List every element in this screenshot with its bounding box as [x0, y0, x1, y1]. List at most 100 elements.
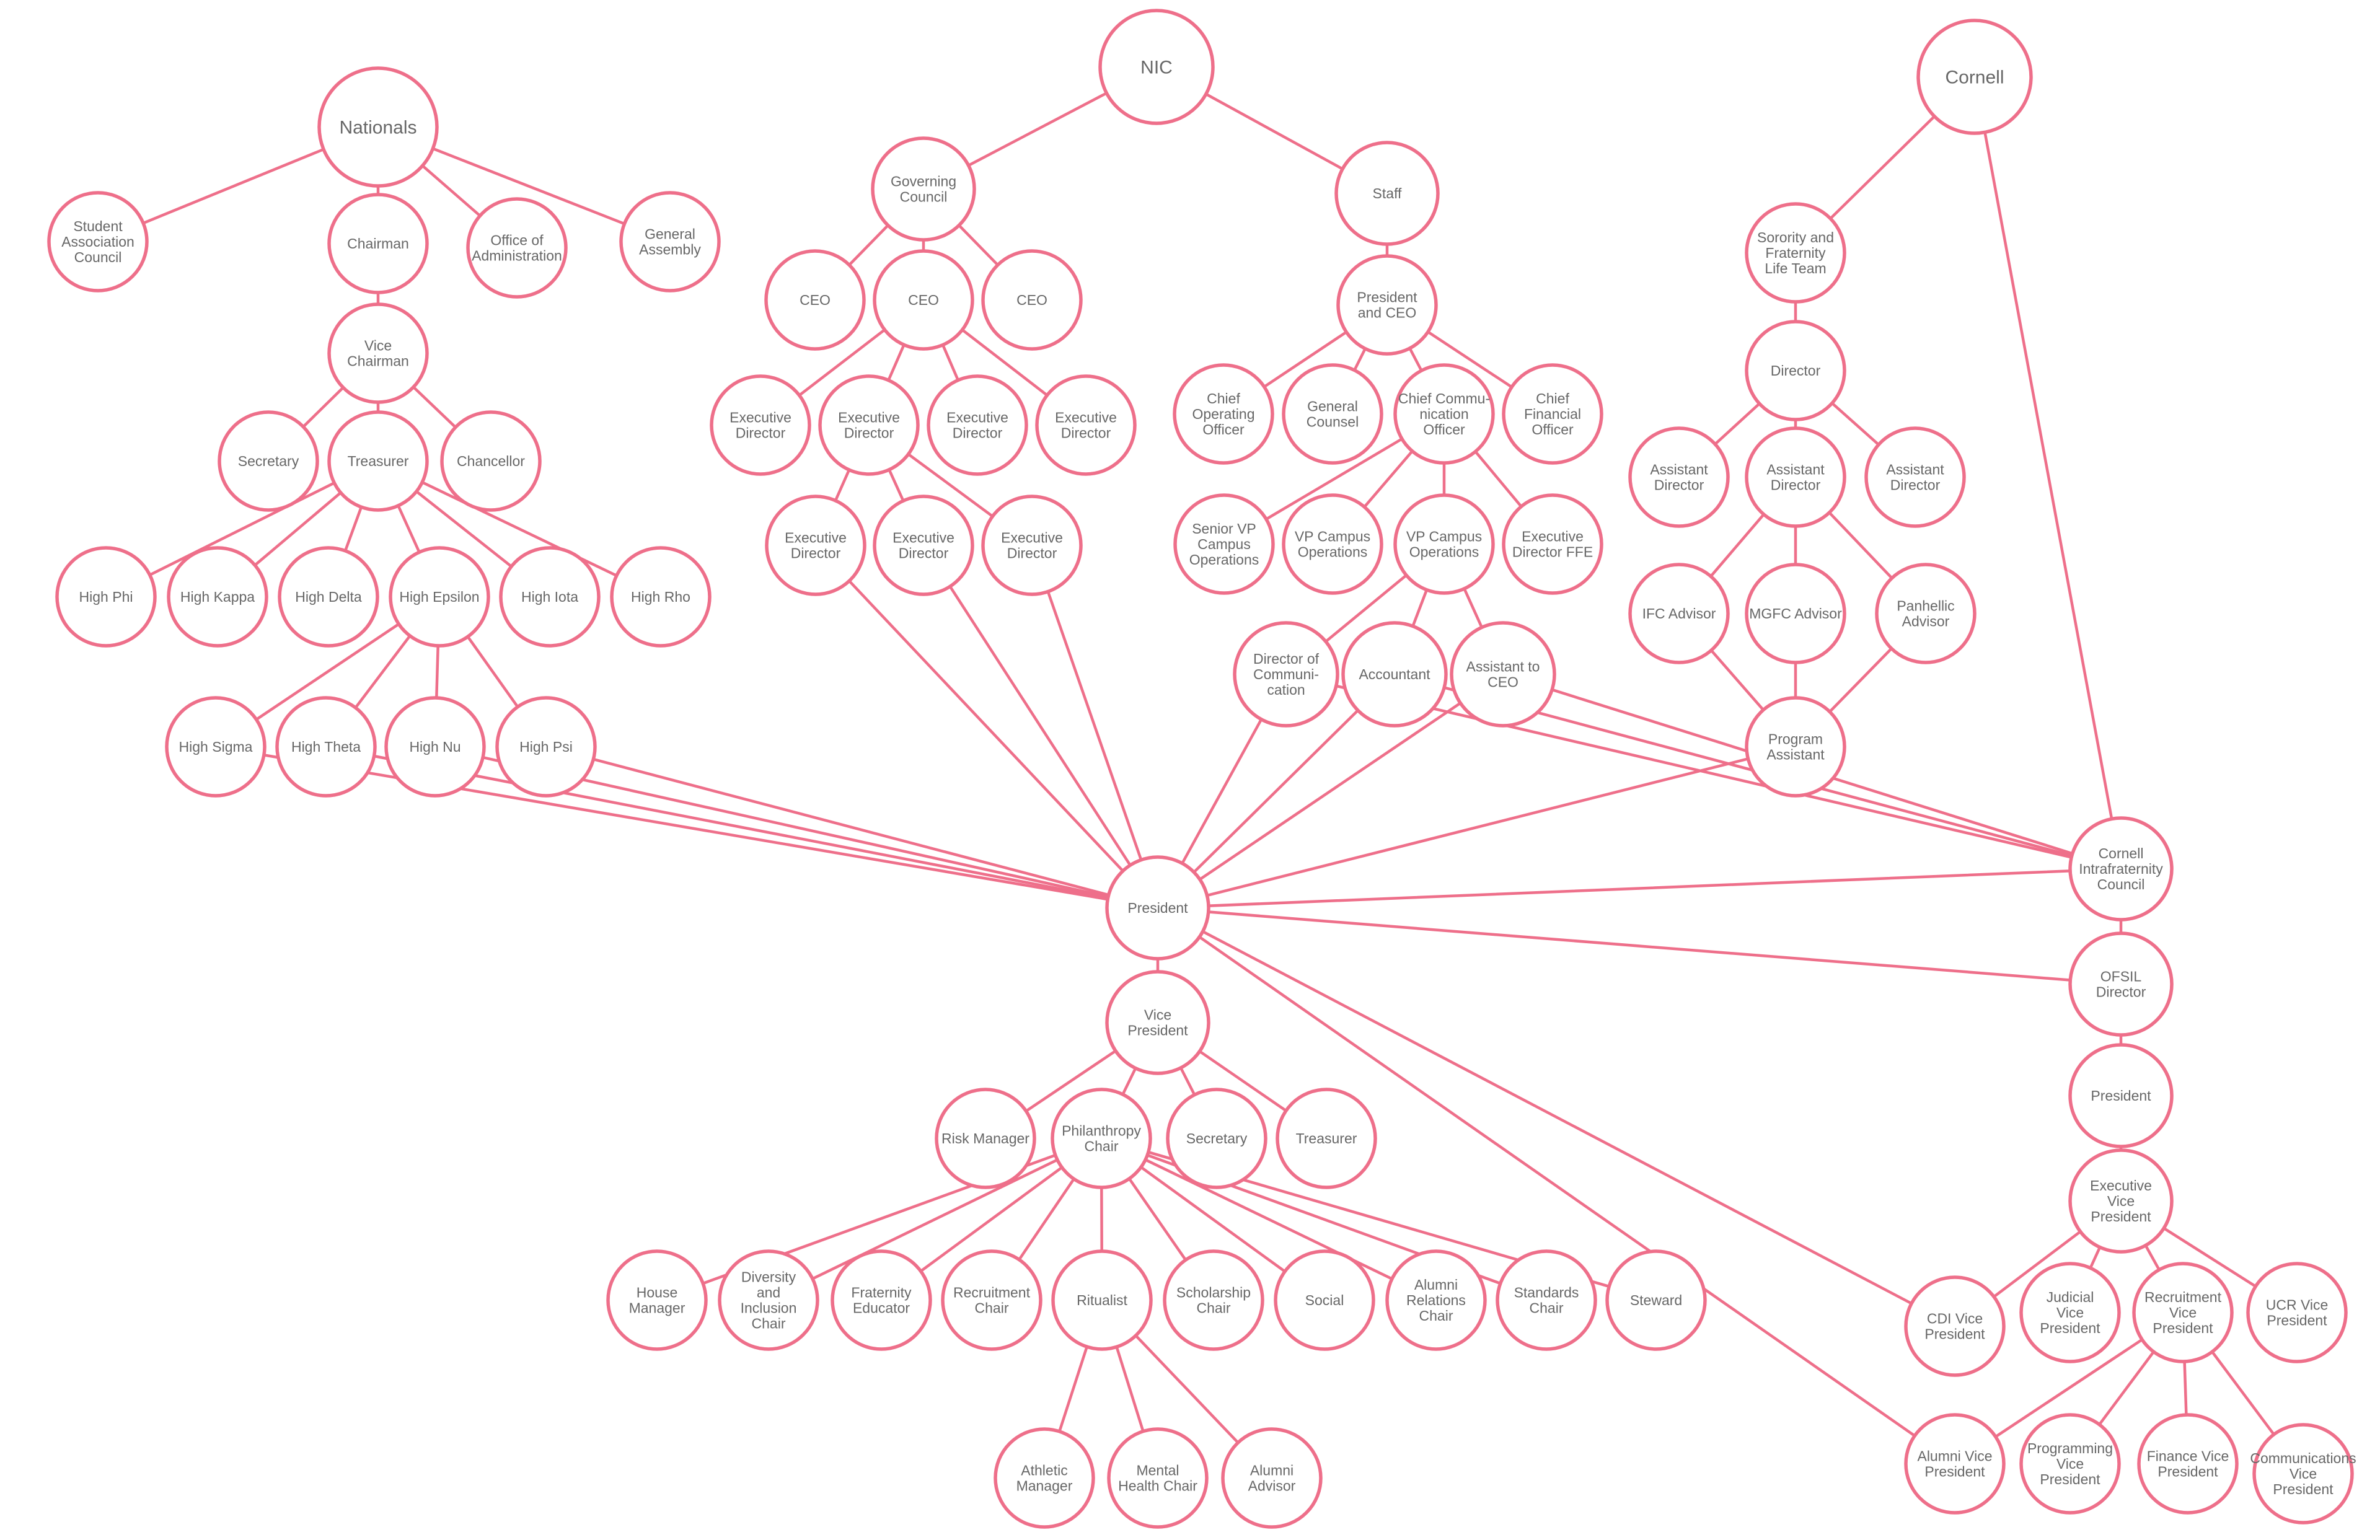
node-circle [1745, 563, 1846, 664]
node-highphi: High Phi [55, 546, 157, 648]
node-riskmgr: Risk Manager [935, 1088, 1036, 1189]
node-circle [275, 696, 377, 798]
node-circle [1098, 9, 1215, 125]
node-circle [495, 696, 597, 798]
node-cic_pres: President [2068, 1043, 2174, 1148]
node-highkappa: High Kappa [167, 546, 268, 648]
node-circle [1105, 855, 1210, 961]
node-circle [1341, 621, 1448, 728]
node-circle [873, 249, 974, 351]
node-circle [1274, 1249, 1375, 1351]
node-label: Chancellor [457, 453, 525, 469]
node-circle [871, 136, 976, 242]
node-circle [317, 66, 439, 188]
node-circle [994, 1427, 1095, 1529]
node-label: IFC Advisor [1642, 605, 1716, 622]
node-circle [389, 546, 490, 648]
node-circle [1035, 374, 1137, 476]
node-circle [2132, 1262, 2234, 1363]
node-ifcadvisor: IFC Advisor [1628, 563, 1730, 664]
node-label: Treasurer [1296, 1130, 1357, 1146]
node-ch_treasurer: Treasurer [1276, 1088, 1377, 1189]
node-circle [2019, 1262, 2121, 1363]
node-label: Director [1771, 363, 1821, 379]
node-label: Risk Manager [941, 1130, 1029, 1146]
node-circle [1904, 1275, 2006, 1377]
node-circle [1745, 426, 1846, 528]
node-label: President [1127, 900, 1188, 916]
node-label: Social [1305, 1292, 1344, 1308]
node-circle [327, 410, 429, 512]
node-label: High Phi [79, 589, 133, 605]
node-circle [499, 546, 601, 648]
node-label: Secretary [238, 453, 299, 469]
edge-philchair-dichair [767, 1137, 1103, 1302]
node-label: MGFC Advisor [1749, 605, 1842, 622]
node-mgfcadvisor: MGFC Advisor [1745, 563, 1846, 664]
node-highnu: High Nu [384, 696, 486, 798]
edge-president-alumvp [1156, 906, 1957, 1466]
node-circle [1864, 426, 1966, 528]
node-circle [1221, 1427, 1323, 1529]
edge-nat_treasurer-highphi [104, 459, 380, 599]
node-circle [1282, 363, 1383, 465]
node-ritualist: Ritualist [1051, 1249, 1153, 1351]
node-chancellor: Chancellor [440, 410, 542, 512]
node-circle [2137, 1413, 2239, 1515]
node-circle [718, 1249, 819, 1351]
node-label: High Epsilon [399, 589, 479, 605]
node-circle [1107, 1427, 1209, 1529]
node-label: Chairman [347, 235, 409, 252]
node-highiota: High Iota [499, 546, 601, 648]
node-label: High Iota [521, 589, 578, 605]
node-circle [1173, 363, 1274, 465]
node-highepsilon: High Epsilon [389, 546, 490, 648]
edge-ed6-president [922, 543, 1160, 910]
node-nic: NIC [1098, 9, 1215, 125]
node-label: High Nu [409, 739, 461, 755]
edge-ed5-president [814, 543, 1160, 910]
node-ceo3: CEO [981, 249, 1083, 351]
node-nationals: Nationals [317, 66, 439, 188]
